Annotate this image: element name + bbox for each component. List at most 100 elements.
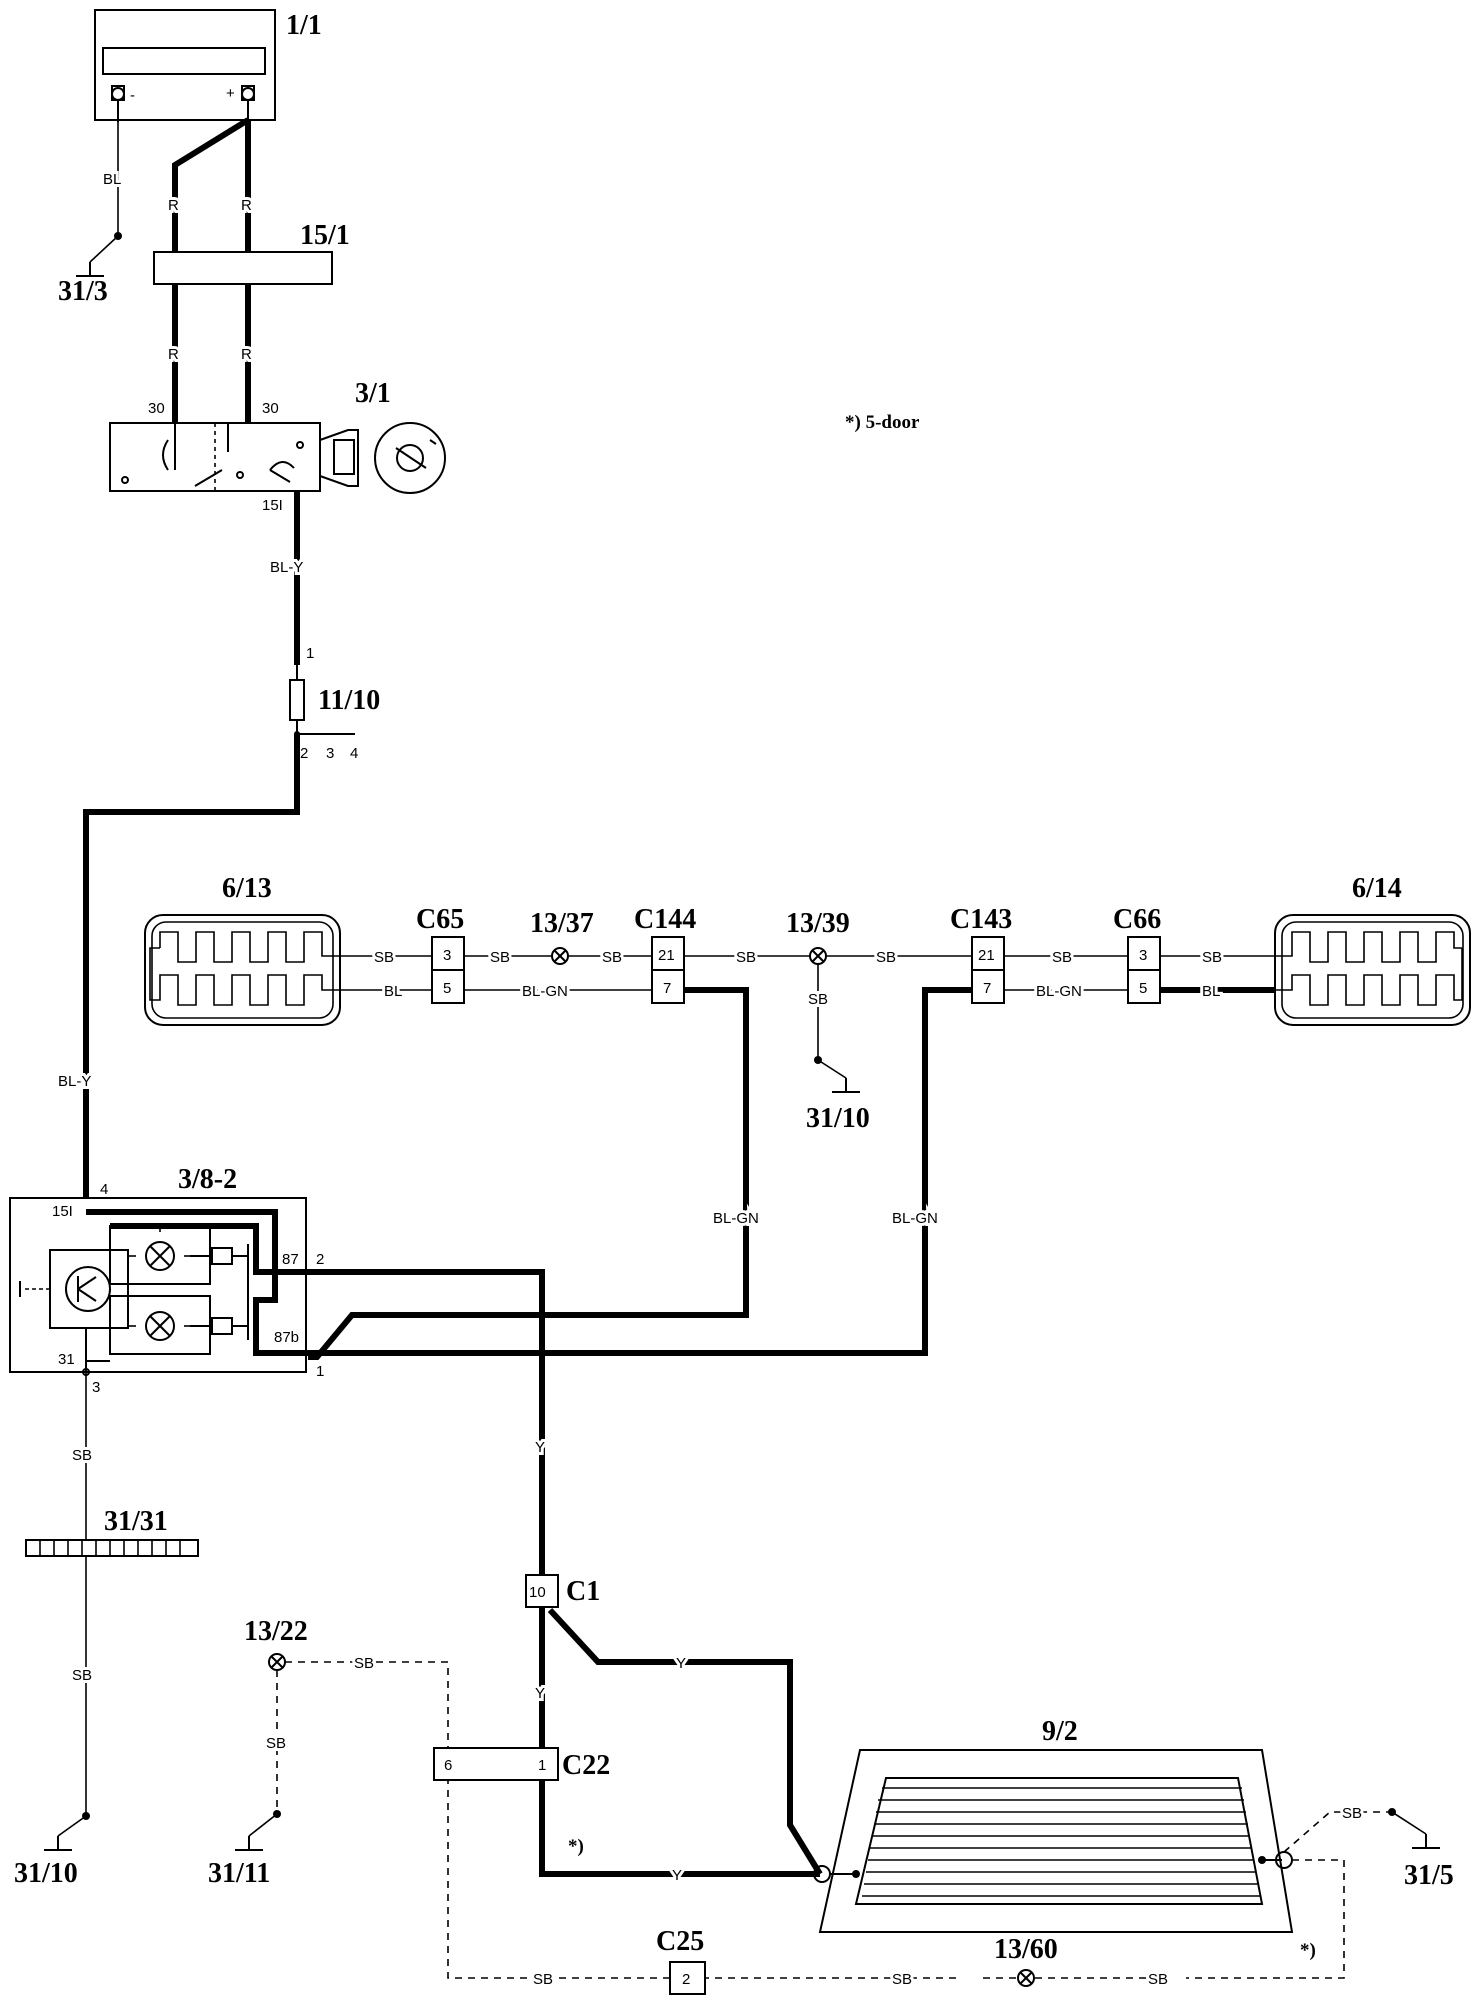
wire-y-c22-to-window (539, 1780, 820, 1877)
wire-color-sb-c144: SB (736, 949, 756, 966)
ign-pin-30a: 30 (148, 400, 165, 417)
relay-ref: 3/8-2 (178, 1164, 237, 1195)
fuse-pin-1: 1 (306, 645, 314, 662)
lamp-icon (128, 1311, 192, 1341)
wire-sb-c25-loop (447, 1780, 1345, 1979)
rear-window-ground-wire (1283, 1808, 1440, 1853)
connector-c22 (433, 1747, 559, 1781)
wire-color-sb-6-13: SB (374, 949, 394, 966)
battery-ref: 1/1 (286, 10, 322, 41)
connector-c25-ref: C25 (656, 1926, 704, 1957)
wire-color-sb-c65: SB (490, 949, 510, 966)
relay-pin-4: 4 (100, 1181, 108, 1198)
c144-pin-7: 7 (663, 980, 671, 997)
fuse-ref: 11/10 (318, 685, 380, 716)
ground-ref-31-10-a: 31/10 (806, 1103, 870, 1134)
wire-color-y-c1: Y (535, 1685, 545, 1702)
ground-bus-31-31 (25, 1539, 199, 1557)
c66-pin-3: 3 (1139, 947, 1147, 964)
wire-color-sb-c25-m: SB (892, 1971, 912, 1988)
ground-ref-31-3: 31/3 (58, 276, 108, 307)
wire-color-y-branch: Y (676, 1655, 686, 1672)
lamp-icon (128, 1228, 192, 1271)
wire-color-sb-relay-b: SB (72, 1667, 92, 1684)
wire-color-bl-gn-left-riser: BL-GN (713, 1210, 759, 1227)
wire-color-sb-relay-a: SB (72, 1447, 92, 1464)
ignition-switch (109, 422, 446, 494)
c65-pin-3: 3 (443, 947, 451, 964)
ground-ref-31-11: 31/11 (208, 1858, 270, 1889)
c66-pin-5: 5 (1139, 980, 1147, 997)
relay-pin-1: 1 (316, 1363, 324, 1380)
connector-c22-ref: C22 (562, 1750, 610, 1781)
fuse-box-ref: 15/1 (300, 220, 350, 251)
wire-color-bl-battery: BL (103, 171, 121, 188)
battery: - + (94, 9, 276, 122)
wire-color-sb-c25-l: SB (533, 1971, 553, 1988)
ignition-switch-ref: 3/1 (355, 378, 391, 409)
ign-pin-30b: 30 (262, 400, 279, 417)
wire-color-sb-c66: SB (1202, 949, 1222, 966)
note-star-c25: *) (1300, 1940, 1316, 1961)
seat-heater-left (144, 914, 341, 1026)
wire-color-r-1: R (168, 197, 179, 214)
wire-color-sb-c143: SB (1052, 949, 1072, 966)
fuse-pin-4: 4 (350, 745, 358, 762)
footnote-5-door: *) 5-door (845, 412, 920, 433)
heater-element-icon (1275, 931, 1462, 963)
fuse-pin-2: 2 (300, 745, 308, 762)
c22-pin-1: 1 (538, 1757, 546, 1774)
c144-pin-21: 21 (658, 947, 675, 964)
ground-ref-31-10-b: 31/10 (14, 1858, 78, 1889)
wire-y-relay-to-c1 (308, 1269, 545, 1575)
battery-ground-wire (76, 122, 122, 277)
seat-heater-right (1274, 914, 1471, 1026)
relay-pin-87: 87 (282, 1251, 299, 1268)
relay-ground-wire (44, 1372, 90, 1851)
wire-color-r-4: R (241, 346, 252, 363)
relay-pin-3: 3 (92, 1379, 100, 1396)
connector-c143-ref: C143 (950, 904, 1012, 935)
rear-window-heater (813, 1749, 1294, 1933)
splice-13-22 (268, 1653, 286, 1671)
wire-color-sb-13-37: SB (602, 949, 622, 966)
ground-ref-31-5: 31/5 (1404, 1860, 1454, 1891)
fuse-pin-3: 3 (326, 745, 334, 762)
rear-window-ref: 9/2 (1042, 1716, 1078, 1747)
wire-color-y-bottom: Y (672, 1867, 682, 1884)
splice-13-39-ref: 13/39 (786, 908, 850, 939)
relay-3-8-2 (9, 1197, 308, 1376)
splice-13-39-ground-wire (814, 964, 860, 1093)
c22-pin-6: 6 (444, 1757, 452, 1774)
c143-pin-7: 7 (983, 980, 991, 997)
splice-13-60-ref: 13/60 (994, 1934, 1058, 1965)
wire-bl-gn-left-riser (308, 987, 749, 1360)
fuse-box (153, 251, 333, 285)
wire-y-branch (547, 1607, 823, 1876)
relay-pin-2: 2 (316, 1251, 324, 1268)
relay-pin-31: 31 (58, 1351, 75, 1368)
wire-color-bl-gn-right-riser: BL-GN (892, 1210, 938, 1227)
wire-color-sb-c25-r: SB (1148, 1971, 1168, 1988)
wire-color-bl-y-b: BL-Y (58, 1073, 91, 1090)
wire-sb-13-22-to-c22 (285, 1661, 449, 1748)
seat-left-ref: 6/13 (222, 873, 272, 904)
connector-c1-ref: C1 (566, 1576, 600, 1607)
relay-pin-15i: 15I (52, 1203, 73, 1220)
connector-c65-ref: C65 (416, 904, 464, 935)
wire-color-y-relay: Y (535, 1439, 545, 1456)
c143-pin-21: 21 (978, 947, 995, 964)
ign-pin-15i: 15I (262, 497, 283, 514)
wire-bl-gn-right-riser (308, 987, 972, 1356)
splice-13-22-ground-wire (235, 1670, 281, 1851)
heater-element-icon (159, 931, 340, 963)
connector-c144-ref: C144 (634, 904, 696, 935)
connector-c25 (669, 1961, 706, 1995)
heater-element-icon (862, 1787, 1260, 1897)
battery-plus-label: + (226, 85, 235, 102)
wire-color-r-3: R (168, 346, 179, 363)
wire-color-bl-gn-c143: BL-GN (1036, 983, 1082, 1000)
note-star-c22: *) (568, 1836, 584, 1857)
ground-bus-ref: 31/31 (104, 1506, 168, 1537)
